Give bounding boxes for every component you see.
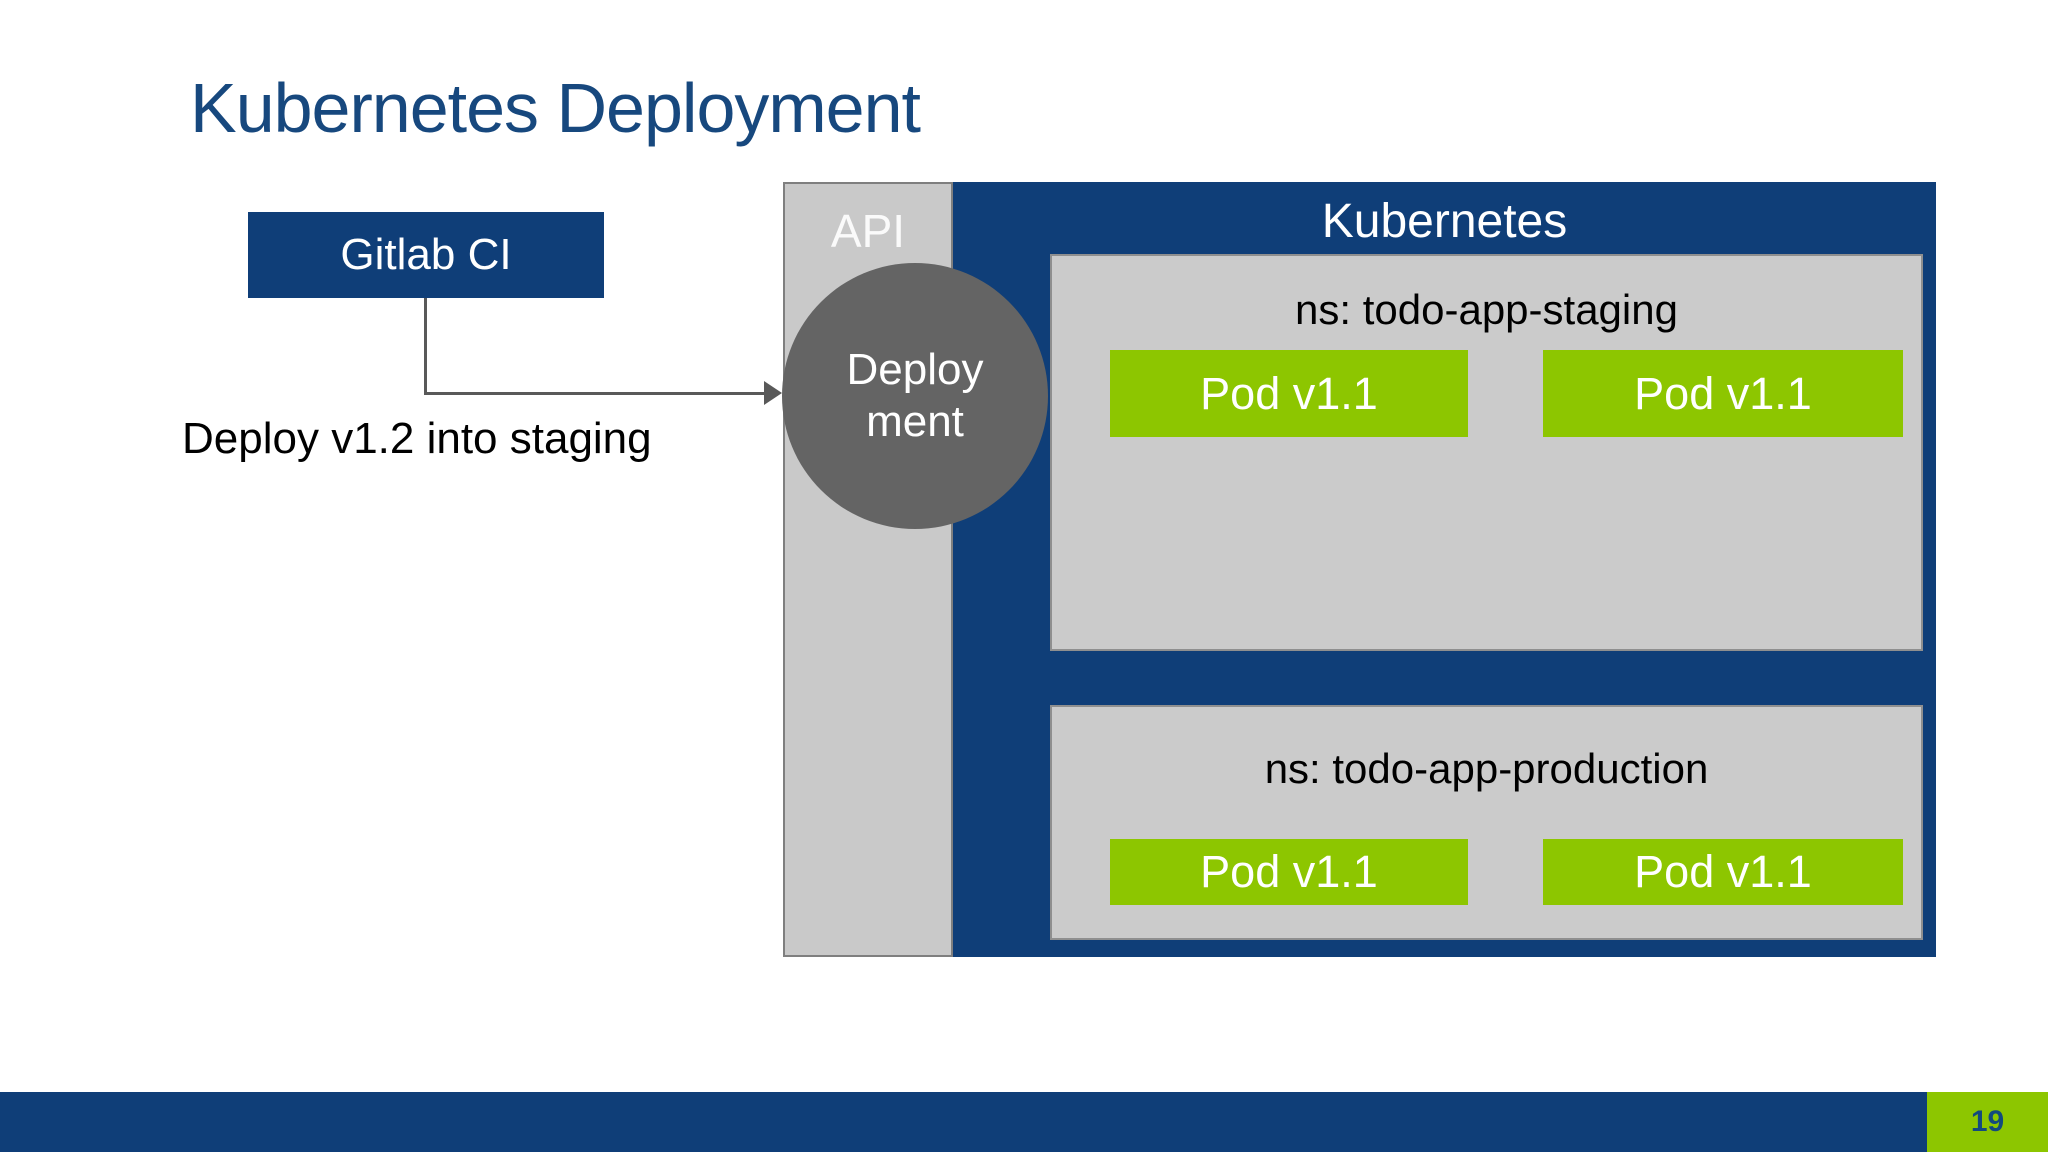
- deployment-circle-line2: ment: [866, 397, 964, 446]
- connector-horizontal-line: [424, 392, 766, 395]
- gitlab-ci-label: Gitlab CI: [340, 230, 512, 279]
- deployment-circle-line1: Deploy: [846, 345, 984, 395]
- pod-production-2: Pod v1.1: [1543, 839, 1903, 905]
- kubernetes-label: Kubernetes: [1321, 195, 1568, 248]
- deployment-circle: Deploy ment: [782, 263, 1048, 529]
- namespace-staging-box: ns: todo-app-staging Pod v1.1 Pod v1.1: [1050, 254, 1923, 651]
- pod-staging-1-label: Pod v1.1: [1200, 367, 1378, 419]
- pod-staging-2-label: Pod v1.1: [1634, 367, 1812, 419]
- deploy-annotation: Deploy v1.2 into staging: [182, 414, 652, 463]
- namespace-staging-label: ns: todo-app-staging: [1295, 286, 1678, 333]
- namespace-production-box: ns: todo-app-production Pod v1.1 Pod v1.…: [1050, 705, 1923, 940]
- page-number: 19: [1970, 1105, 2005, 1138]
- gitlab-ci-box: Gitlab CI: [248, 212, 604, 298]
- pod-production-1: Pod v1.1: [1110, 839, 1468, 905]
- pod-staging-1: Pod v1.1: [1110, 350, 1468, 437]
- api-label: API: [830, 205, 906, 257]
- kubernetes-box: Kubernetes ns: todo-app-staging Pod v1.1…: [953, 182, 1936, 957]
- page-number-badge: 19: [1927, 1092, 2048, 1152]
- pod-production-2-label: Pod v1.1: [1634, 846, 1812, 897]
- namespace-production-label: ns: todo-app-production: [1264, 745, 1709, 792]
- pod-staging-2: Pod v1.1: [1543, 350, 1903, 437]
- footer-bar: [0, 1092, 2048, 1152]
- pod-production-1-label: Pod v1.1: [1200, 846, 1378, 897]
- page-title: Kubernetes Deployment: [190, 69, 921, 147]
- connector-vertical-line: [424, 298, 427, 394]
- arrow-right-icon: [764, 381, 782, 405]
